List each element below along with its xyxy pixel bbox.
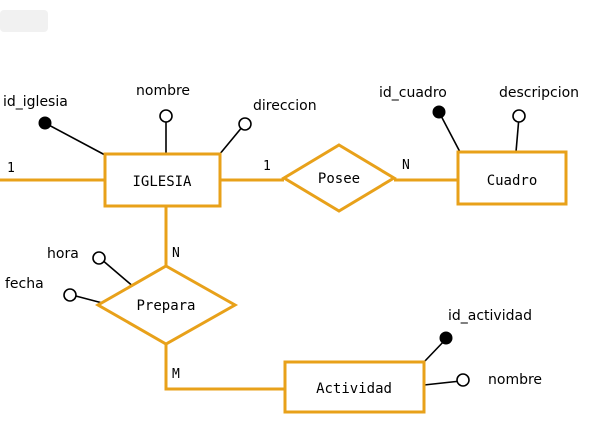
background-smudge: [0, 10, 48, 32]
entity-cuadro-box: [456, 150, 568, 206]
cardinality-left-edge: 1: [7, 161, 15, 176]
descripcion-marker: [512, 109, 526, 123]
id-cuadro-connector: [438, 111, 461, 153]
actividad-nombre-label: nombre: [488, 372, 542, 388]
relationship-prepara: Prepara: [94, 264, 239, 346]
cardinality-iglesia-posee: 1: [263, 159, 271, 174]
id-actividad-label: id_actividad: [448, 308, 532, 324]
iglesia-nombre-marker: [159, 109, 173, 123]
relationship-posee: Posee: [281, 143, 397, 213]
id-cuadro-label: id_cuadro: [379, 85, 447, 101]
actividad-nombre-connector: [423, 380, 462, 386]
entity-cuadro: Cuadro: [456, 150, 568, 206]
id-iglesia-key-marker: [38, 116, 52, 130]
cardinality-iglesia-prepara: N: [172, 246, 180, 261]
id-iglesia-connector: [44, 122, 106, 156]
descripcion-connector: [515, 116, 520, 153]
direccion-marker: [238, 117, 252, 131]
hora-connector: [100, 258, 136, 289]
entity-iglesia: IGLESIA: [103, 152, 222, 208]
descripcion-label: descripcion: [499, 85, 579, 101]
entity-cuadro-label: Cuadro: [487, 173, 538, 189]
id-cuadro-key-marker: [432, 105, 446, 119]
id-actividad-key-marker: [439, 331, 453, 345]
cardinality-prepara-actividad: M: [172, 367, 180, 382]
fecha-label: fecha: [5, 276, 44, 292]
hora-label: hora: [47, 246, 79, 262]
relationship-prepara-diamond: [94, 264, 239, 346]
relationship-posee-diamond: [281, 143, 397, 213]
relationship-prepara-label: Prepara: [136, 298, 195, 314]
prepara-actividad-connector: [164, 344, 285, 391]
id-iglesia-label: id_iglesia: [3, 94, 68, 110]
entity-actividad: Actividad: [283, 360, 426, 414]
entity-iglesia-label: IGLESIA: [132, 174, 192, 190]
fecha-marker: [63, 288, 77, 302]
hora-marker: [92, 251, 106, 265]
entity-iglesia-box: [103, 152, 222, 208]
relationship-posee-label: Posee: [318, 171, 360, 187]
actividad-nombre-marker: [456, 373, 470, 387]
iglesia-nombre-label: nombre: [136, 83, 190, 99]
entity-actividad-label: Actividad: [316, 381, 392, 397]
entity-actividad-box: [283, 360, 426, 414]
direccion-label: direccion: [253, 98, 317, 114]
direccion-connector: [218, 125, 244, 156]
cardinality-posee-cuadro: N: [402, 158, 410, 173]
